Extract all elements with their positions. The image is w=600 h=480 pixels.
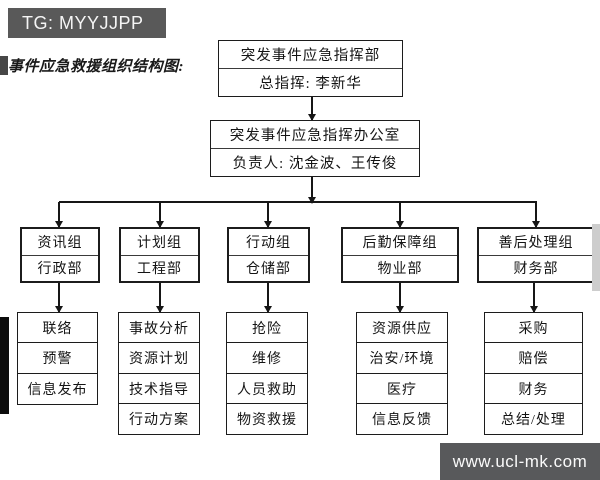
group-name: 后勤保障组 — [343, 229, 457, 256]
task-column-planning: 事故分析 资源计划 技术指导 行动方案 — [118, 312, 200, 436]
task-cell: 维修 — [226, 342, 308, 375]
connector-root-office — [311, 97, 313, 120]
task-cell: 资源计划 — [118, 342, 200, 375]
task-cell: 资源供应 — [356, 312, 448, 344]
task-cell: 治安/环境 — [356, 342, 448, 375]
task-cell: 医疗 — [356, 372, 448, 405]
group-dept: 工程部 — [137, 262, 182, 278]
tg-tag-bar: TG: MYYJJPP — [8, 8, 166, 38]
task-cell: 行动方案 — [118, 403, 200, 436]
root-commander: 总指挥: 李新华 — [259, 76, 362, 92]
group-dept: 仓储部 — [246, 262, 291, 278]
task-cell: 赔偿 — [484, 342, 583, 375]
group-name: 善后处理组 — [479, 229, 593, 256]
office-title: 突发事件应急指挥办公室 — [211, 121, 419, 149]
task-cell: 技术指导 — [118, 372, 200, 405]
office-box: 突发事件应急指挥办公室 负责人: 沈金波、王传俊 — [210, 120, 420, 177]
connector-drop-group2 — [159, 202, 161, 227]
task-column-action: 抢险 维修 人员救助 物资救援 — [226, 312, 308, 436]
group-box-logistics: 后勤保障组 物业部 — [341, 227, 459, 283]
task-column-information: 联络 预警 信息发布 — [17, 312, 98, 405]
task-cell: 采购 — [484, 312, 583, 344]
connector-group2-tasks — [159, 283, 161, 312]
connector-group5-tasks — [533, 283, 535, 312]
connector-drop-group3 — [267, 202, 269, 227]
task-cell: 人员救助 — [226, 372, 308, 405]
task-cell: 总结/处理 — [484, 403, 583, 436]
group-box-planning: 计划组 工程部 — [119, 227, 200, 283]
task-cell: 信息反馈 — [356, 403, 448, 436]
watermark-bar: www.ucl-mk.com — [440, 443, 600, 480]
task-column-aftermath: 采购 赔偿 财务 总结/处理 — [484, 312, 583, 436]
task-cell: 抢险 — [226, 312, 308, 344]
connector-group1-tasks — [58, 283, 60, 312]
root-command-box: 突发事件应急指挥部 总指挥: 李新华 — [218, 40, 403, 97]
task-cell: 联络 — [17, 312, 98, 344]
task-column-logistics: 资源供应 治安/环境 医疗 信息反馈 — [356, 312, 448, 436]
connector-bus-line — [59, 201, 537, 203]
diagram-title: 事件应急救援组织结构图: — [8, 59, 184, 75]
group-dept: 行政部 — [37, 262, 83, 278]
group-dept: 财务部 — [513, 262, 559, 278]
task-cell: 财务 — [484, 372, 583, 405]
connector-group4-tasks — [399, 283, 401, 312]
office-leads: 负责人: 沈金波、王传俊 — [232, 156, 398, 172]
group-name: 计划组 — [121, 229, 198, 256]
connector-drop-group1 — [58, 202, 60, 227]
right-edge-shadow-strip — [592, 224, 600, 291]
group-box-action: 行动组 仓储部 — [227, 227, 310, 283]
connector-drop-group5 — [535, 202, 537, 227]
group-dept: 物业部 — [377, 262, 423, 278]
group-box-aftermath: 善后处理组 财务部 — [477, 227, 595, 283]
connector-group3-tasks — [267, 283, 269, 312]
group-name: 资讯组 — [22, 229, 98, 256]
task-cell: 事故分析 — [118, 312, 200, 344]
group-name: 行动组 — [229, 229, 308, 256]
group-box-information: 资讯组 行政部 — [20, 227, 100, 283]
root-command-title: 突发事件应急指挥部 — [219, 41, 402, 69]
connector-drop-group4 — [399, 202, 401, 227]
task-cell: 物资救援 — [226, 403, 308, 436]
clipped-character-mark — [0, 56, 8, 75]
task-cell: 预警 — [17, 342, 98, 375]
left-edge-clip-strip — [0, 317, 9, 414]
connector-office-bus — [311, 177, 313, 203]
task-cell: 信息发布 — [17, 372, 98, 405]
